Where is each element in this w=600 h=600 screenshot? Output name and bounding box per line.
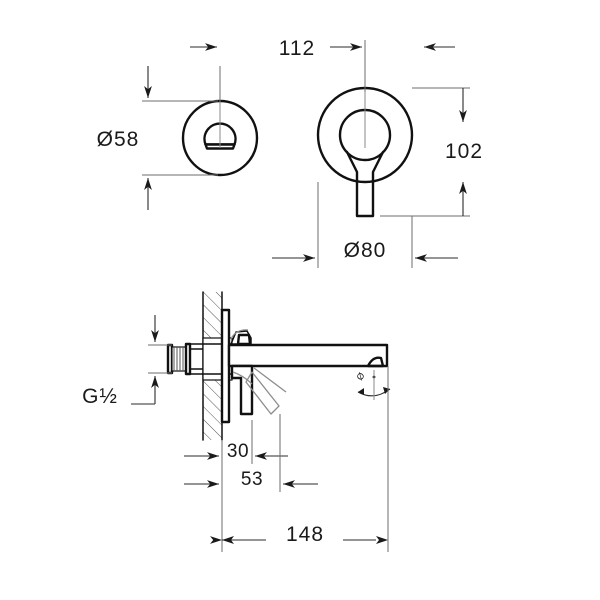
aerator-detail: Ø <box>354 356 391 400</box>
dimension-148: 148 <box>210 366 389 552</box>
dimension-label-g12: G½ <box>82 385 118 408</box>
dimension-112: 112 <box>190 37 455 101</box>
aerator-diameter-label: Ø <box>354 371 366 382</box>
inlet-connection <box>166 342 204 376</box>
lever-ghost-arc <box>232 371 253 385</box>
dim-arrow-right <box>376 536 388 544</box>
lever-phantom-position <box>232 367 287 415</box>
lever-ghost-edge <box>253 367 287 393</box>
dimension-102: 102 <box>380 87 483 217</box>
thread-shoulder <box>184 342 192 376</box>
lever-ghost-outline <box>245 371 280 415</box>
dimension-label-58: Ø58 <box>97 128 140 151</box>
dimension-label-53: 53 <box>241 469 263 490</box>
dimension-diameter-80: Ø80 <box>272 182 458 268</box>
cartridge-detail-upper <box>230 329 252 346</box>
dimension-53: 53 <box>184 414 318 500</box>
dimension-label-30: 30 <box>227 441 249 462</box>
cartridge-ghost-arc <box>230 329 249 340</box>
flange-outlet-circle <box>203 122 237 146</box>
spout-tube <box>227 343 389 368</box>
lever-profile <box>230 364 254 416</box>
thread-end-face <box>166 343 174 375</box>
dimension-diameter-58: Ø58 <box>97 66 218 210</box>
lever-handle <box>230 364 254 416</box>
cartridge-stem <box>236 333 252 346</box>
aerator-body <box>366 356 385 368</box>
lever-knob-circle <box>338 108 392 162</box>
dimension-label-102: 102 <box>445 140 483 163</box>
dim-arrow-left <box>222 536 234 544</box>
dimension-label-112: 112 <box>279 37 315 60</box>
spout-outline <box>227 343 389 368</box>
aerator-swivel-marker: Ø <box>354 370 391 400</box>
dimension-label-148: 148 <box>286 523 324 546</box>
dimension-label-80: Ø80 <box>344 239 387 262</box>
lever-stem <box>345 150 385 218</box>
dimension-30: 30 <box>184 420 288 470</box>
side-section-view: Ø <box>166 291 391 441</box>
swivel-arrow-left <box>358 388 364 395</box>
dimension-g12: G½ <box>82 315 172 408</box>
